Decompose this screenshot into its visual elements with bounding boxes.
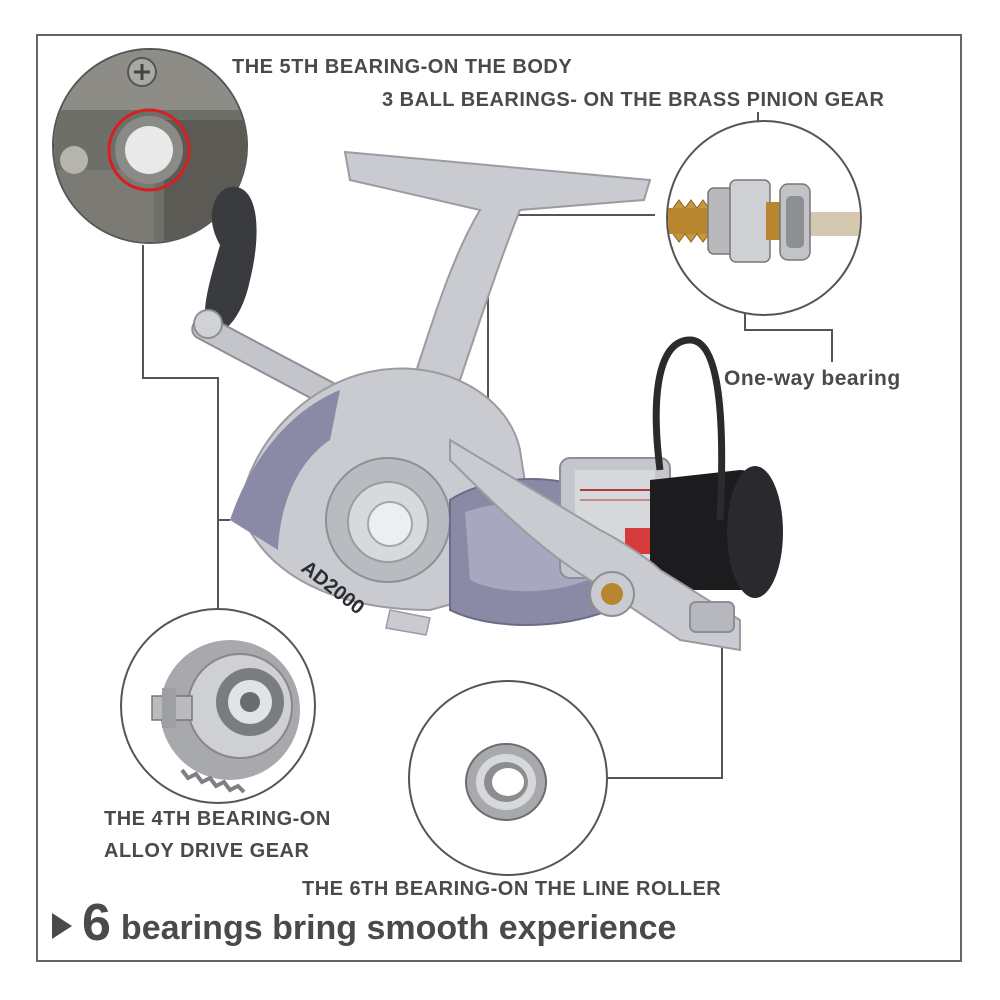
- label-one-way-bearing: One-way bearing: [724, 367, 901, 390]
- label-fourth-bearing-line1: THE 4TH BEARING-ON: [104, 808, 331, 830]
- footer-text: bearings bring smooth experience: [120, 908, 677, 947]
- label-sixth-bearing: THE 6TH BEARING-ON THE LINE ROLLER: [302, 878, 722, 900]
- footer-tagline: 6 bearings bring smooth experience: [52, 888, 676, 958]
- image-frame: [36, 34, 962, 962]
- triangle-right-icon: [52, 913, 72, 939]
- connector-line-roller: [608, 632, 723, 779]
- detail-pinion-gear: [666, 120, 862, 316]
- drive-gear-image: [151, 640, 300, 794]
- detail-drive-gear: [120, 608, 316, 804]
- connector-fifth-bearing: [142, 245, 230, 521]
- pinion-gear-image: [668, 179, 860, 263]
- label-fifth-bearing: THE 5TH BEARING-ON THE BODY: [232, 56, 573, 78]
- spinning-reel-image: AD2000: [191, 150, 783, 652]
- label-pinion-bearings: 3 BALL BEARINGS- ON THE BRASS PINION GEA…: [382, 89, 885, 111]
- line-roller-bearing-image: [465, 743, 547, 821]
- detail-line-roller: [408, 680, 608, 876]
- footer-number: 6: [82, 894, 111, 952]
- label-fourth-bearing-line2: ALLOY DRIVE GEAR: [104, 840, 310, 862]
